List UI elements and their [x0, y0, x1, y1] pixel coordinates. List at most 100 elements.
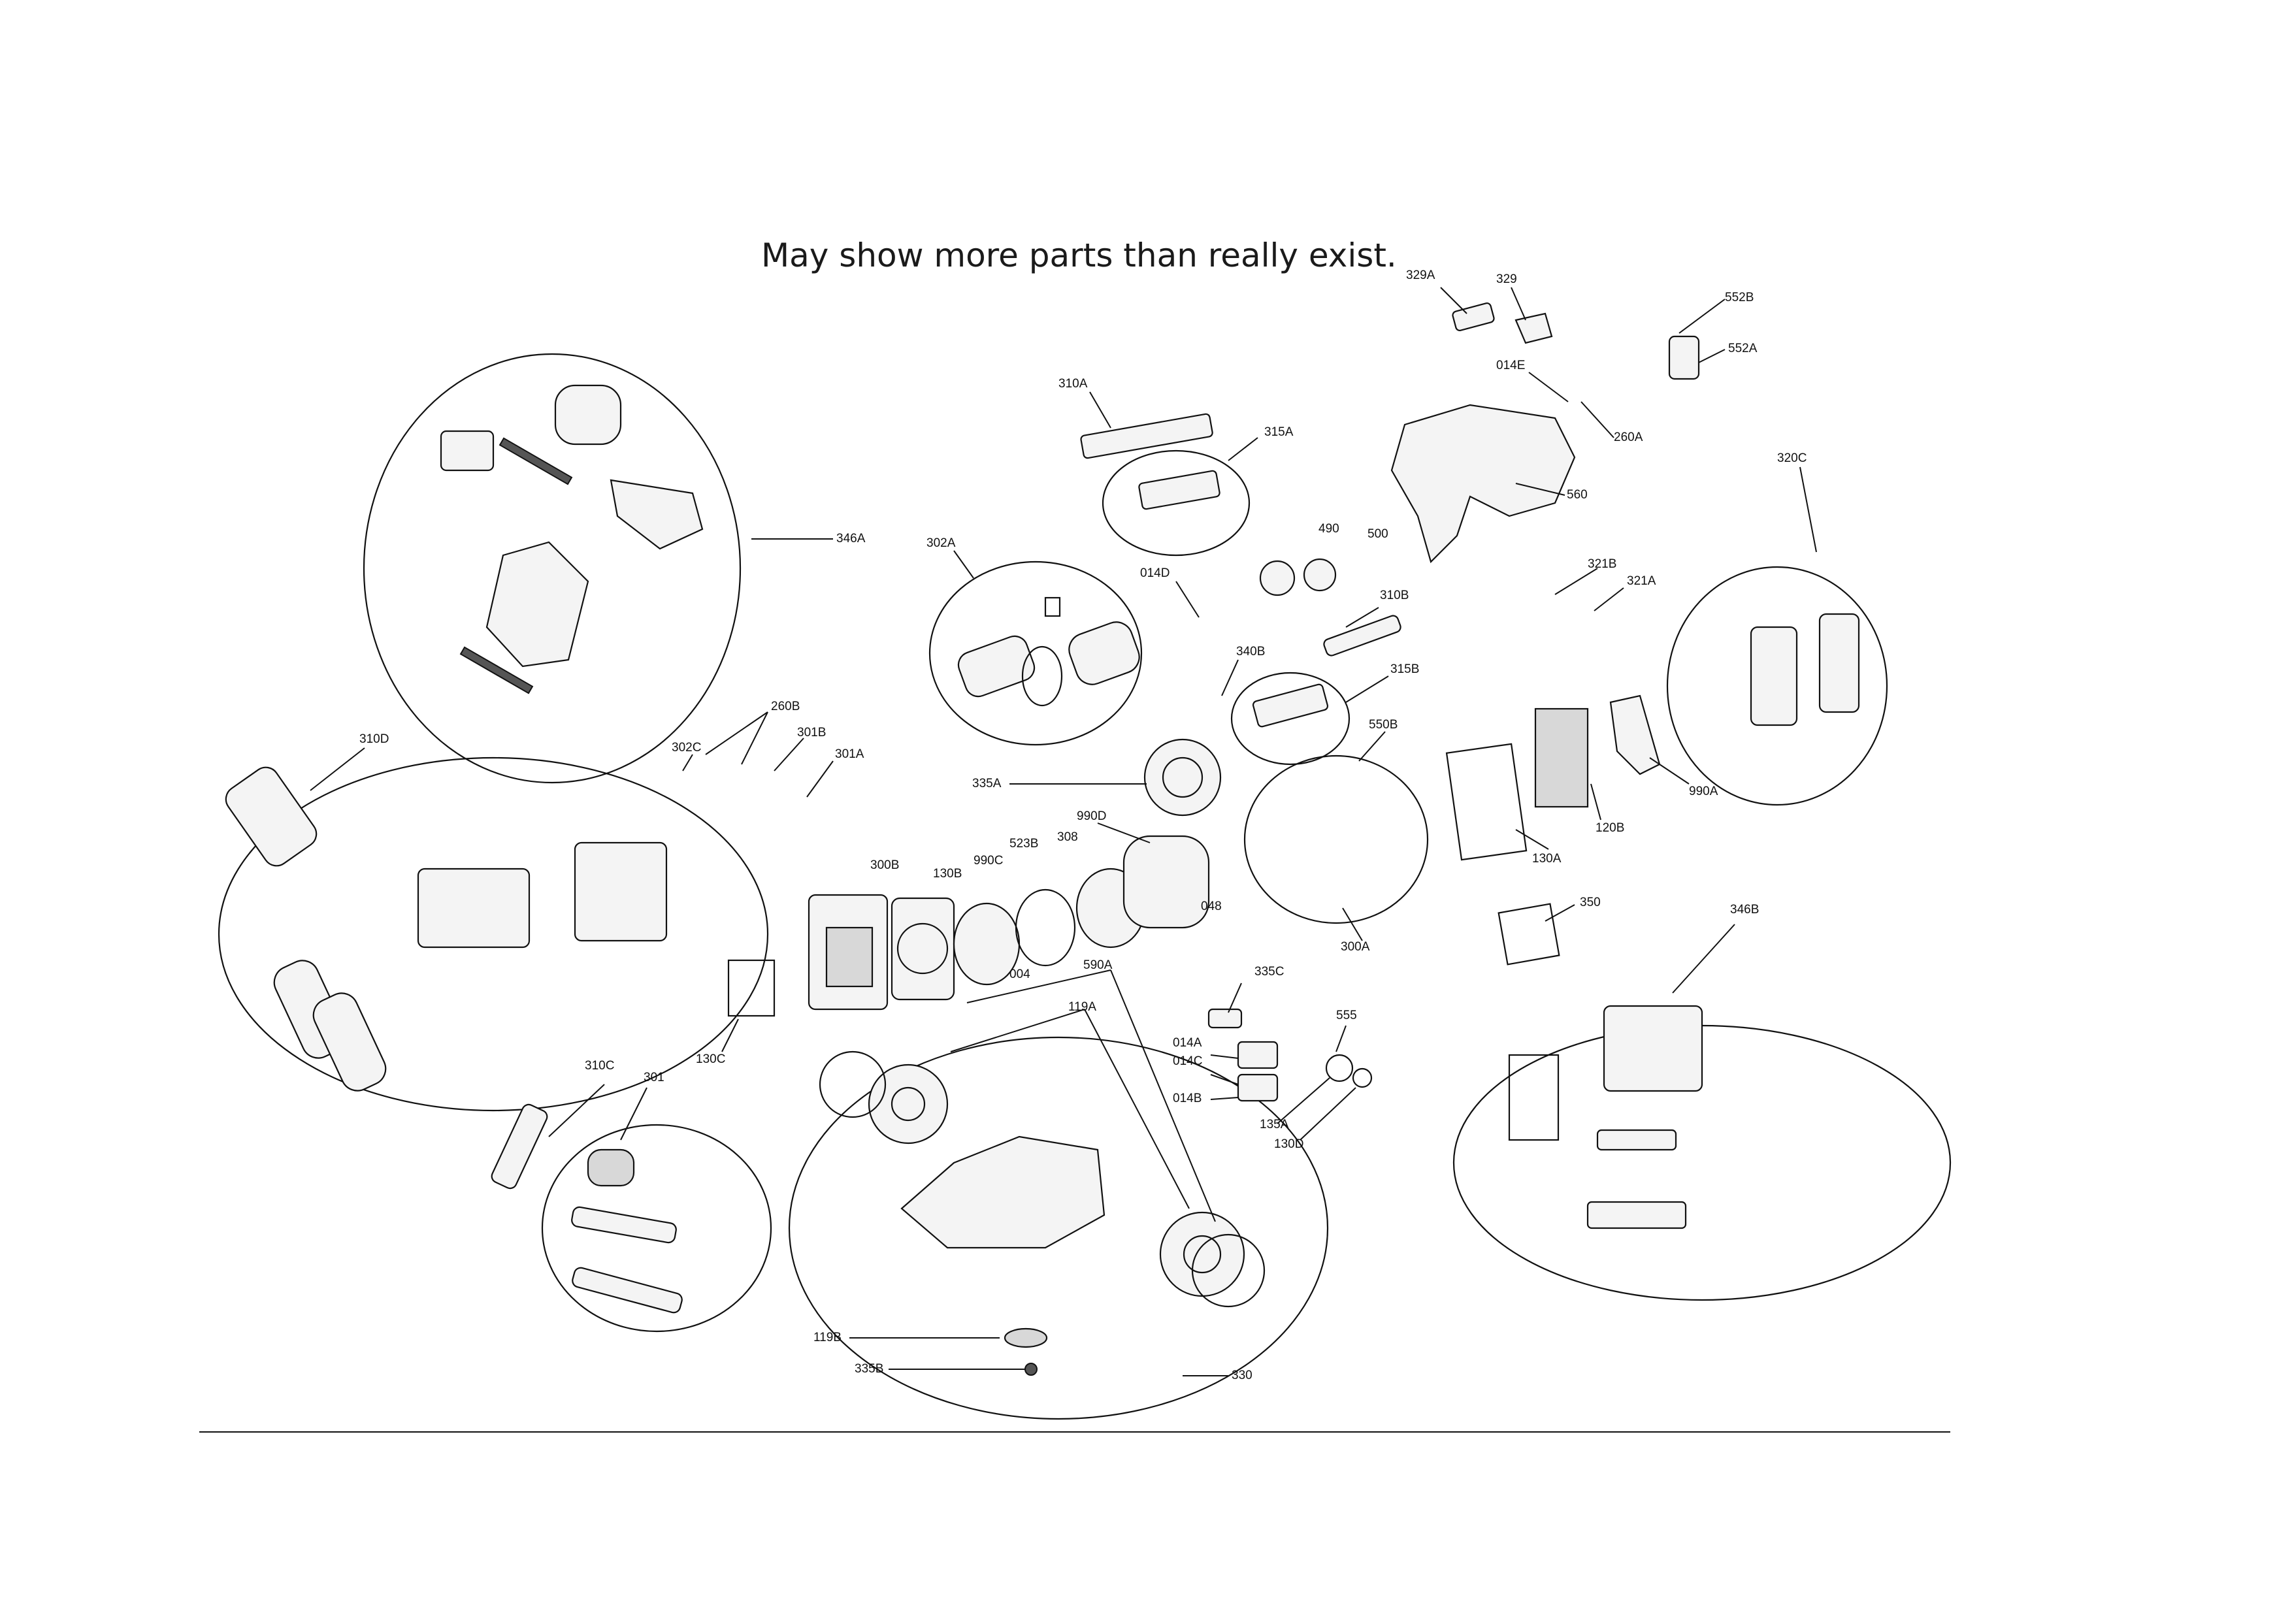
part-335B [1024, 1363, 1038, 1376]
group-circle-330 [788, 1036, 1329, 1420]
part-335A [1143, 738, 1222, 817]
leader-315A [1228, 437, 1258, 461]
label-523B: 523B [1009, 837, 1039, 851]
label-308: 308 [1057, 830, 1078, 844]
label-310A: 310A [1058, 377, 1088, 391]
part-310D-plate [574, 841, 668, 942]
leader-350 [1545, 904, 1575, 922]
part-350 [1498, 903, 1560, 966]
leader-014C [1210, 1074, 1239, 1085]
part-329 [1514, 312, 1553, 344]
label-329: 329 [1496, 272, 1517, 286]
part-990D [1122, 835, 1210, 929]
leader-321B [1554, 568, 1598, 595]
label-014D: 014D [1140, 566, 1170, 580]
label-301A: 301A [835, 747, 864, 761]
label-335A: 335A [972, 777, 1002, 790]
label-555: 555 [1336, 1009, 1357, 1022]
leader-321A [1594, 587, 1624, 611]
leader-329A [1440, 287, 1467, 314]
part-130C [727, 959, 776, 1017]
leader-340B [1221, 659, 1239, 696]
leader-329 [1511, 287, 1526, 321]
part-346B-base [1586, 1201, 1687, 1229]
leader-119A-b [1084, 1009, 1190, 1209]
label-135A: 135A [1260, 1118, 1289, 1131]
label-490: 490 [1318, 522, 1339, 536]
label-315B: 315B [1390, 662, 1420, 676]
label-552A: 552A [1728, 342, 1758, 355]
leader-550B [1358, 731, 1386, 762]
part-302A-housing [1068, 621, 1140, 685]
leader-260A [1580, 401, 1614, 438]
part-301-rail-b [572, 1267, 683, 1314]
label-119B: 119B [813, 1331, 842, 1344]
label-310D: 310D [359, 732, 389, 746]
leader-260B-b [741, 711, 768, 765]
label-130D: 130D [1274, 1137, 1304, 1151]
part-301-brush [587, 1148, 635, 1187]
part-310D [225, 766, 318, 867]
part-500 [1303, 558, 1337, 592]
part-330-base [900, 1135, 1105, 1249]
label-590A: 590A [1083, 958, 1113, 972]
label-321B: 321B [1588, 557, 1617, 571]
label-014A: 014A [1173, 1036, 1202, 1050]
part-130B [891, 897, 955, 1001]
label-552B: 552B [1725, 291, 1754, 304]
group-circle-315A [1102, 449, 1251, 557]
leader-320C [1799, 466, 1817, 553]
part-302A-filter [957, 635, 1036, 698]
label-014E: 014E [1496, 359, 1526, 372]
leader-555 [1335, 1025, 1347, 1052]
label-302C: 302C [672, 741, 702, 755]
group-circle-315B [1230, 672, 1351, 766]
leader-130C [721, 1018, 739, 1052]
leader-130D [1300, 1087, 1356, 1141]
leader-310B [1345, 607, 1379, 628]
part-014B [1237, 1073, 1279, 1102]
part-560 [1390, 404, 1576, 564]
leader-315B [1345, 675, 1389, 703]
part-315A-content [1138, 470, 1220, 510]
label-004: 004 [1009, 967, 1030, 981]
group-circle-310D [218, 756, 769, 1112]
label-302A: 302A [926, 536, 956, 550]
label-990A: 990A [1689, 785, 1718, 798]
leader-302A [953, 550, 974, 579]
leader-260B-a [705, 711, 768, 755]
label-301: 301 [644, 1071, 664, 1084]
part-346A-handle [610, 479, 704, 550]
leader-120B [1590, 783, 1601, 820]
part-320C-frame-a [1750, 626, 1798, 726]
label-301B: 301B [797, 726, 827, 739]
leader-014D [1175, 581, 1200, 618]
leader-301 [620, 1087, 647, 1141]
part-346A-bag [485, 541, 589, 668]
label-130C: 130C [696, 1052, 726, 1066]
leader-310C [548, 1084, 605, 1137]
label-340B: 340B [1236, 645, 1266, 658]
label-500: 500 [1367, 527, 1388, 541]
group-circle-346A [363, 353, 742, 784]
leader-310D [310, 747, 365, 791]
part-523B [1015, 888, 1076, 967]
label-346B: 346B [1730, 903, 1760, 917]
leader-990A [1649, 757, 1690, 785]
group-circle-302A [928, 560, 1143, 746]
label-130B: 130B [933, 867, 962, 881]
part-552A [1668, 335, 1700, 380]
part-310D-frame [417, 868, 531, 949]
label-321A: 321A [1627, 574, 1656, 588]
part-135A [1325, 1054, 1354, 1082]
label-300B: 300B [870, 858, 900, 872]
part-330-cap-left [819, 1050, 887, 1118]
part-014A [1237, 1041, 1279, 1069]
leader-301A [806, 760, 834, 798]
part-990A [1609, 694, 1661, 775]
part-301-rail-a [571, 1206, 677, 1244]
part-330-wheel-left [868, 1064, 949, 1145]
leader-014B [1210, 1097, 1239, 1100]
part-346A-plate [440, 430, 495, 472]
